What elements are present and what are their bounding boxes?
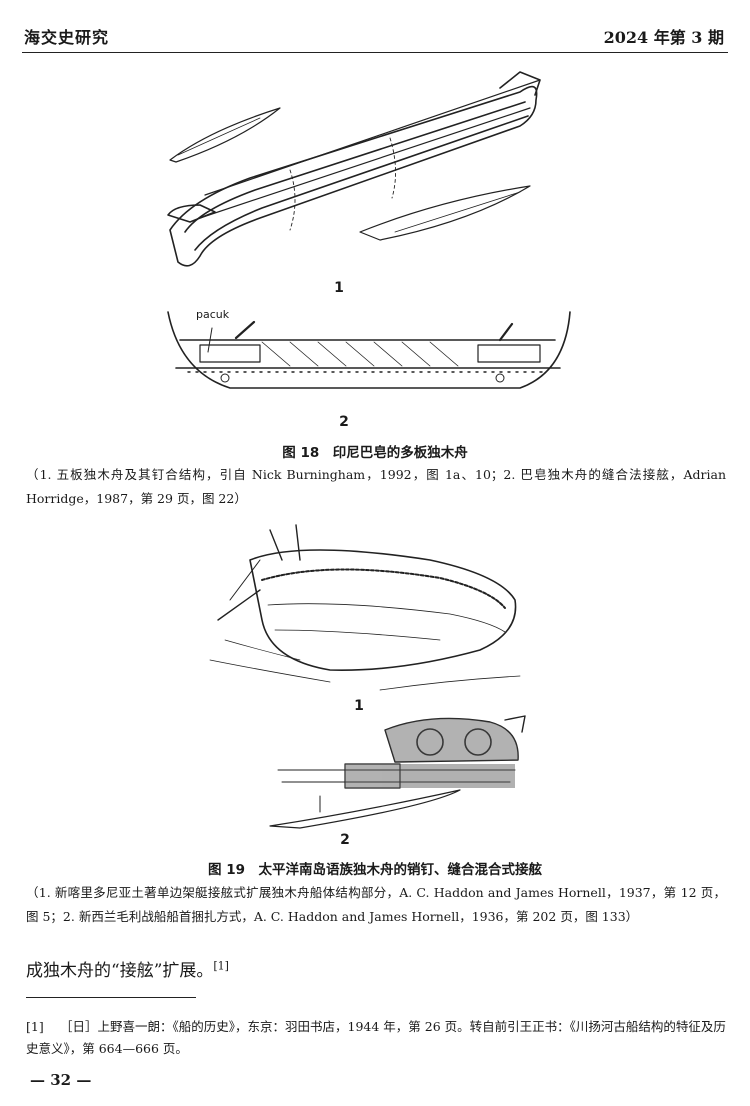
footnote-ref[interactable]: [1] bbox=[213, 959, 229, 973]
fig18-canoe-plank-drawing bbox=[167, 71, 541, 267]
fig18-caption: 图 18 印尼巴皂的多板独木舟 bbox=[282, 445, 468, 461]
fig19-outrigger-canoe-drawing bbox=[209, 524, 521, 691]
fig18-pacuk-label: pacuk bbox=[196, 308, 230, 321]
body-paragraph: 成独木舟的“接舷”扩展。[1] bbox=[26, 956, 229, 981]
fig18-source: （1. 五板独木舟及其钉合结构，引自 Nick Burningham，1992，… bbox=[26, 467, 726, 506]
footnote-text: ［日］上野喜一朗：《船的历史》，东京：羽田书店，1944 年，第 26 页。转自… bbox=[26, 1019, 726, 1056]
fig18-panel-2-label: 2 bbox=[339, 414, 349, 430]
issue-label: 2024 年第 3 期 bbox=[603, 28, 724, 47]
fig19-panel-2-label: 2 bbox=[340, 832, 350, 848]
fig19-caption: 图 19 太平洋南岛语族独木舟的销钉、缝合混合式接舷 bbox=[208, 862, 542, 878]
footnote-rule bbox=[26, 997, 196, 998]
body-text: 成独木舟的“接舷”扩展。 bbox=[26, 961, 214, 981]
footnote: [1]［日］上野喜一朗：《船的历史》，东京：羽田书店，1944 年，第 26 页… bbox=[26, 1016, 726, 1060]
fig19-panel-1-label: 1 bbox=[354, 698, 364, 714]
page-number: — 32 — bbox=[30, 1071, 92, 1089]
fig18-canoe-profile-drawing bbox=[167, 311, 571, 389]
header-rule bbox=[22, 52, 728, 53]
fig19-source: （1. 新喀里多尼亚土著单边架艇接舷式扩展独木舟船体结构部分，A. C. Had… bbox=[26, 885, 726, 924]
fig18-panel-1-label: 1 bbox=[334, 280, 344, 296]
footnote-number: [1] bbox=[26, 1019, 44, 1034]
journal-title: 海交史研究 bbox=[24, 28, 110, 47]
fig19-maori-prow-drawing bbox=[269, 715, 526, 829]
